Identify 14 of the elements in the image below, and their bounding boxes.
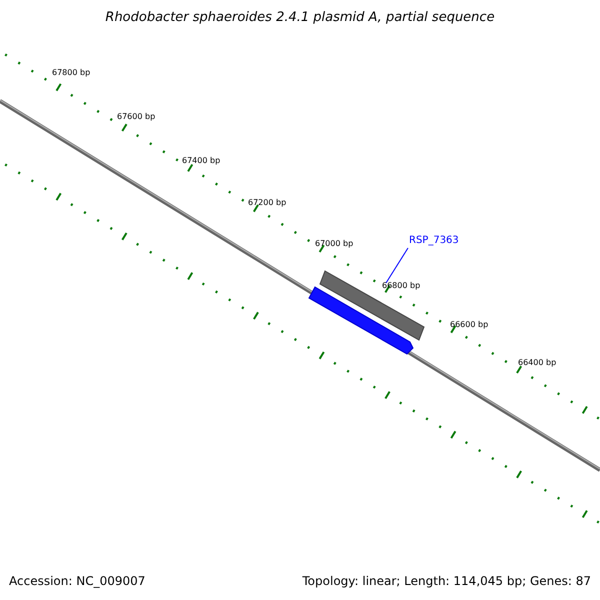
position-label: 67200 bp xyxy=(248,198,286,207)
summary-text: Topology: linear; Length: 114,045 bp; Genes: 87 xyxy=(302,574,591,588)
title: Rhodobacter sphaeroides 2.4.1 plasmid A, partial sequence xyxy=(104,10,496,25)
position-label: 67000 bp xyxy=(315,239,354,248)
position-label: 66400 bp xyxy=(518,358,556,367)
position-label: 67400 bp xyxy=(182,156,220,165)
leader-line xyxy=(386,248,408,284)
gene-label: RSP_7363 xyxy=(409,235,459,246)
position-label: 67800 bp xyxy=(52,68,90,77)
accession-text: Accession: NC_009007 xyxy=(9,574,146,588)
position-label: 67600 bp xyxy=(117,112,156,121)
gene-bar xyxy=(319,270,425,341)
position-label: 66600 bp xyxy=(450,320,488,329)
position-label: 66800 bp xyxy=(382,281,420,290)
